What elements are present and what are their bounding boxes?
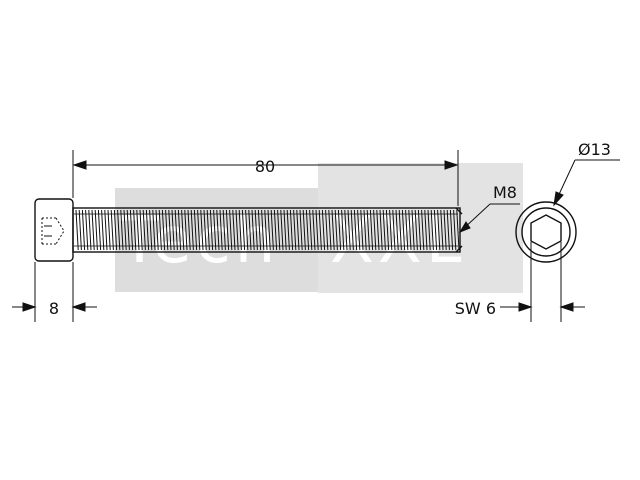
arrow-right bbox=[444, 160, 459, 170]
thread-label: M8 bbox=[493, 183, 517, 202]
watermark: Tech XXL bbox=[115, 163, 523, 293]
arrow-head-left bbox=[22, 302, 37, 312]
dimension-length bbox=[72, 150, 459, 206]
screw-top-view bbox=[515, 201, 577, 263]
thread-end-chamfer-bottom bbox=[455, 245, 463, 253]
wrench-size-label: SW 6 bbox=[455, 299, 496, 318]
socket-hidden-lines bbox=[41, 217, 65, 245]
head-inner-circle bbox=[521, 207, 571, 257]
leader-arrow-thread bbox=[458, 221, 471, 234]
arrow-hex-left bbox=[518, 302, 533, 312]
leader-arrow-diameter bbox=[553, 191, 564, 207]
hex-socket bbox=[530, 214, 562, 250]
screw-shank-outline bbox=[72, 207, 461, 253]
arrow-head-right bbox=[71, 302, 86, 312]
arrow-hex-right bbox=[559, 302, 574, 312]
arrow-left bbox=[72, 160, 87, 170]
screw-side-view bbox=[34, 198, 463, 262]
socket-hex-marks bbox=[44, 225, 52, 237]
screw-head bbox=[34, 198, 74, 262]
thread-lines bbox=[74, 209, 460, 251]
diameter-label: Ø13 bbox=[578, 140, 611, 159]
thread-end-chamfer-top bbox=[455, 207, 463, 215]
callout-thread bbox=[458, 203, 520, 234]
length-label: 80 bbox=[255, 157, 275, 176]
watermark-band-light bbox=[115, 188, 323, 292]
head-height-label: 8 bbox=[49, 299, 59, 318]
callout-diameter bbox=[553, 159, 620, 207]
dimension-wrench-size bbox=[500, 242, 585, 322]
head-outer-circle bbox=[515, 201, 577, 263]
dimension-head-height bbox=[12, 262, 97, 322]
